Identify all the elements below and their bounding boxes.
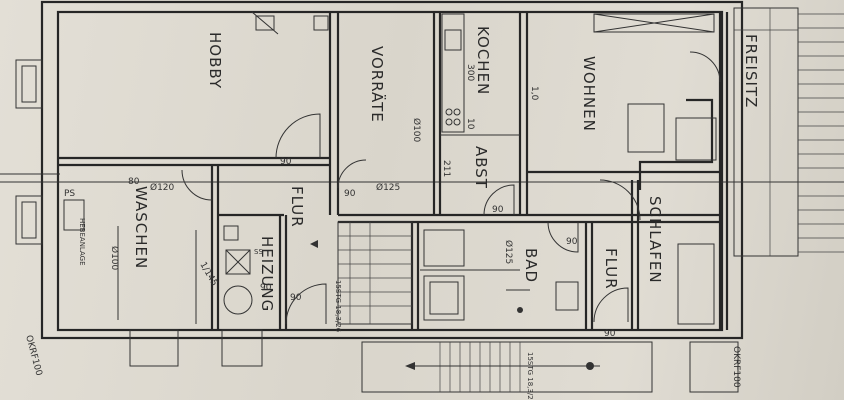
stair-bottom-label: 15STG 18,3/26	[526, 352, 534, 400]
flur-dim-125: Ø125	[376, 182, 400, 193]
room-schlafen: SCHLAFEN	[646, 196, 664, 284]
heizung-door-label: 90	[260, 283, 272, 293]
stair-left-label: 15STG 18,3/26	[334, 280, 342, 333]
flur-right-door-label: 90	[604, 329, 616, 339]
waschen-fixtures	[63, 199, 197, 324]
room-flur-right: FLUR	[602, 248, 620, 290]
freisitz-terrace	[733, 7, 844, 257]
waschen-dim-120: Ø120	[150, 182, 175, 193]
waschen-dim-100: Ø100	[109, 246, 120, 271]
ps-label: PS	[64, 189, 75, 199]
kochen-dim-10: 10	[465, 118, 475, 130]
abst-door-label: 90	[492, 205, 504, 215]
bad-door-label: 90	[566, 237, 578, 247]
vorraete-dim: Ø100	[411, 118, 422, 143]
flur-door-label: 90	[290, 293, 302, 303]
room-vorraete: VORRÄTE	[368, 46, 387, 123]
outer-walls	[0, 0, 844, 340]
schlafen-fixtures	[627, 98, 715, 325]
hebeanlage-label: HEBEANLAGE	[78, 218, 86, 266]
room-abst: ABST	[472, 146, 490, 189]
bad-dim-label: Ø125	[503, 240, 514, 264]
room-freisitz: FREISITZ	[742, 34, 760, 108]
waschen-dim-145: 1/145	[197, 261, 219, 288]
abst-dim: 211	[441, 160, 451, 177]
wohnen-dim: 1,0	[529, 86, 539, 101]
kochen-dim-300: 300	[465, 64, 475, 81]
room-bad: BAD	[522, 248, 540, 283]
ok-left-label: OKRF100	[23, 334, 43, 377]
left-window-bays	[15, 59, 43, 245]
waschen-dim-80: 80	[128, 177, 140, 187]
hobby-fixtures	[251, 11, 329, 35]
wohnen-fixtures	[593, 13, 717, 161]
bath-fixtures	[420, 229, 579, 321]
kitchen-fixtures	[441, 13, 465, 133]
ok-right-label: OKRF100	[731, 346, 741, 388]
heizung-small-label: SS	[254, 248, 263, 256]
room-kochen: KOCHEN	[474, 26, 492, 95]
heizung-fixtures	[223, 225, 253, 315]
interior-walls	[58, 12, 729, 330]
room-waschen: WASCHEN	[132, 186, 150, 269]
stairs-bottom	[361, 341, 653, 393]
bottom-bays	[129, 329, 739, 393]
flur-arrow	[310, 240, 318, 248]
room-flur-left: FLUR	[288, 186, 306, 228]
room-heizung: HEIZUNG	[258, 236, 276, 312]
door-swings	[181, 51, 721, 325]
room-wohnen: WOHNEN	[580, 56, 598, 132]
stairs-inner	[337, 221, 413, 325]
vorraete-door-label: 90	[344, 189, 356, 199]
hobby-door-label: 90	[280, 157, 292, 167]
room-hobby: HOBBY	[206, 32, 224, 89]
